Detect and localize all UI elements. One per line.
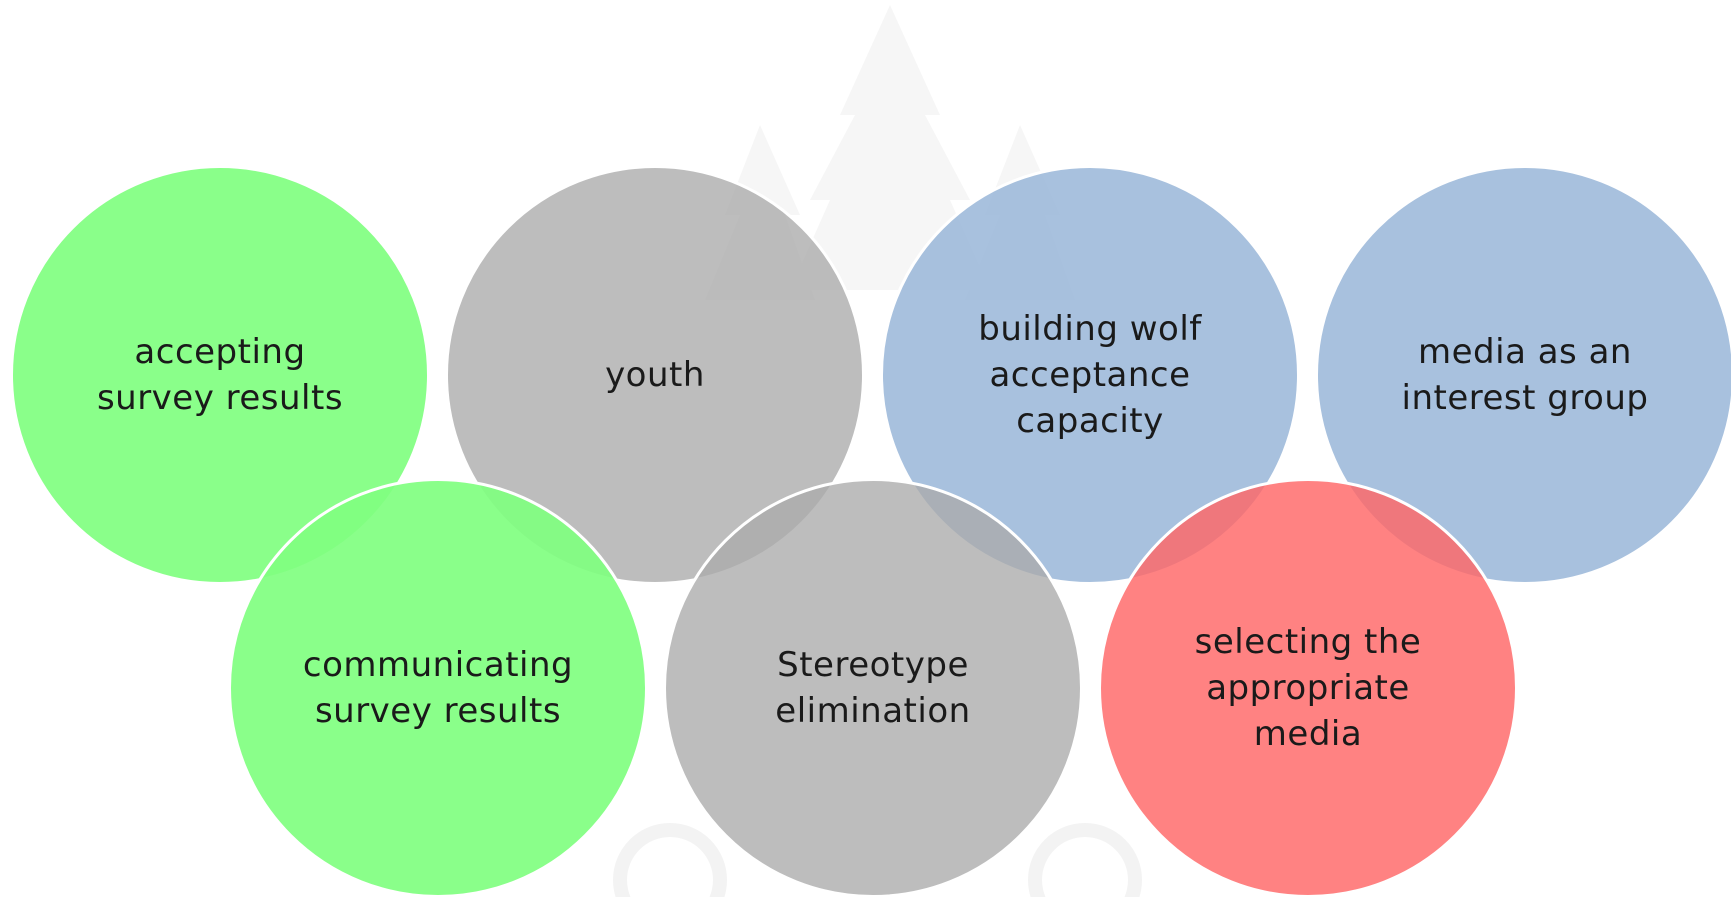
circle-label: youth <box>605 355 705 395</box>
circle-label: communicating survey results <box>302 645 574 731</box>
circle-stereotype-elimination: Stereotype elimination <box>663 478 1083 898</box>
circle-label: selecting the appropriate media <box>1194 622 1422 754</box>
circle-selecting-appropriate-media: selecting the appropriate media <box>1098 478 1518 898</box>
circle-label: building wolf acceptance capacity <box>978 309 1202 441</box>
circle-label: Stereotype elimination <box>775 645 971 731</box>
circle-communicating-survey-results: communicating survey results <box>228 478 648 898</box>
circle-label: media as an interest group <box>1401 332 1649 418</box>
circle-label: accepting survey results <box>96 332 344 418</box>
